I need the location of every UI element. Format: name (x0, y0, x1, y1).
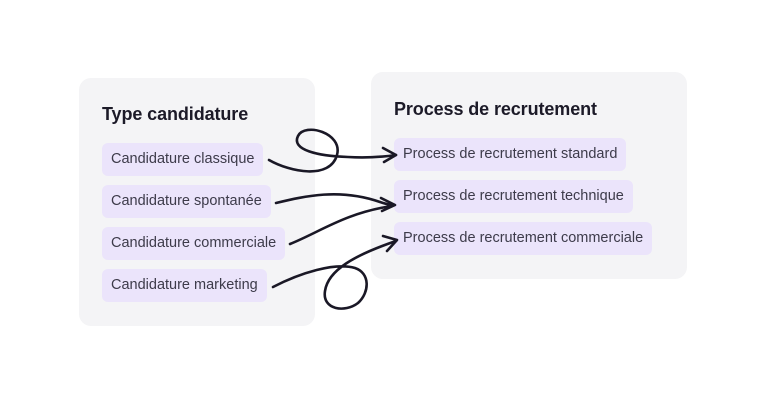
process-chip-standard[interactable]: Process de recrutement standard (394, 138, 627, 171)
candidature-type-title: Type candidature (102, 104, 249, 124)
candidature-chip-classique[interactable]: Candidature classique (102, 143, 264, 176)
candidature-chip-spontanee[interactable]: Candidature spontanée (102, 185, 271, 218)
process-chip-technique[interactable]: Process de recrutement technique (394, 180, 633, 213)
candidature-chip-marketing[interactable]: Candidature marketing (102, 269, 267, 302)
candidature-chip-commerciale[interactable]: Candidature commerciale (102, 227, 286, 260)
process-chip-commerciale[interactable]: Process de recrutement commerciale (394, 222, 653, 255)
recruitment-process-title: Process de recrutement (394, 99, 597, 119)
